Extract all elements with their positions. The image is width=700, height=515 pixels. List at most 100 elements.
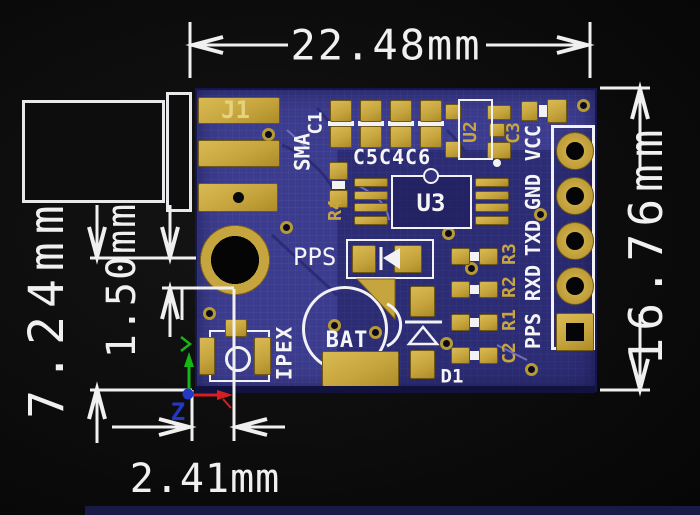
ipex-label: IPEX [272,325,297,381]
cap-pad[interactable] [420,126,442,148]
r2-pad[interactable] [451,281,470,298]
u3-pad[interactable] [354,203,388,212]
d1-label: D1 [440,365,464,388]
board-edge-face [195,386,595,393]
header-label-txd: TXD [521,219,545,257]
r3-label: R3 [499,243,520,265]
via [577,99,590,112]
d1-pad[interactable] [410,350,435,379]
pps-diode-outline [346,239,434,279]
c1-label: C1 [304,111,327,135]
pps-diode-pad[interactable] [394,245,422,273]
u3-pad[interactable] [475,216,509,225]
sma-connector-body[interactable] [22,100,165,203]
c2-pad[interactable] [479,347,498,364]
r2-label: R2 [499,276,520,298]
ipex-pad-left[interactable] [199,337,215,375]
dim-board-height: 16.76mm [619,122,673,366]
res-silk [470,285,479,294]
light-traces [286,129,528,361]
cap-pad[interactable] [360,126,382,148]
u2-label: U2 [460,121,481,143]
r1-pad[interactable] [479,314,498,331]
cap-pad[interactable] [420,100,442,122]
cap-silk [418,121,444,126]
y-axis-arrowhead [184,352,194,367]
cap-pad[interactable] [360,100,382,122]
cap-pad[interactable] [330,126,352,148]
u3-pad[interactable] [475,178,509,187]
j1-pad-drill-hole [233,192,244,203]
r2-pad[interactable] [479,281,498,298]
u3-pad[interactable] [354,191,388,200]
header-label-pps: PPS [521,312,545,350]
u3-pad[interactable] [354,216,388,225]
y-axis-label-glyph [180,336,193,352]
c2-label: C2 [499,342,520,364]
x-axis-tick [222,398,232,409]
bottom-window-strip [85,506,700,515]
u2-pad[interactable] [445,104,461,120]
r1-pad[interactable] [451,314,470,331]
u3-pad[interactable] [475,203,509,212]
header-pin-vcc[interactable] [556,132,594,170]
cap-silk [388,121,414,126]
header-label-gnd: GND [521,173,545,211]
cap-pad[interactable] [390,126,412,148]
u2-pin1-dot [493,159,501,167]
u2-pad[interactable] [487,105,511,120]
r1-label: R1 [499,309,520,331]
sma-center-hole[interactable] [200,225,270,295]
j1-label: J1 [221,96,250,124]
u2-outline[interactable] [458,99,493,160]
header-label-rxd: RXD [521,264,545,302]
cap-pad[interactable] [330,100,352,122]
sma-connector-flange[interactable] [166,92,192,212]
res-silk [470,318,479,327]
r4-pad[interactable] [329,190,348,208]
c2-pad[interactable] [451,347,470,364]
ipex-pad-right[interactable] [254,337,271,375]
d1-pad[interactable] [410,286,435,317]
dim-hole-offset: 1.50mm [99,201,145,359]
r3-pad[interactable] [451,248,470,265]
via [262,128,275,141]
bat-pad[interactable] [322,351,399,387]
cap-pad[interactable] [390,100,412,122]
header-label-vcc: VCC [521,124,545,162]
r4-silk [332,181,345,189]
header-pin-txd[interactable] [556,222,594,260]
res-silk [470,252,479,261]
header-pin-gnd[interactable] [556,177,594,215]
via [280,221,293,234]
ipex-pad-top[interactable] [225,319,247,337]
cap-row-label: C5C4C6 [352,145,432,169]
header-pin-rxd[interactable] [556,267,594,305]
dim-left-vertical: 7.24mm [19,197,75,419]
r4-pad[interactable] [329,162,348,180]
via [525,363,538,376]
pps-diode-pad[interactable] [352,245,376,273]
via [440,337,453,350]
c3-silk [539,105,547,117]
bat-label: BAT [325,328,369,353]
dim-board-width: 22.48mm [290,20,482,70]
u2-pad[interactable] [487,142,511,159]
c3-pad[interactable] [521,101,538,121]
u3-label: U3 [416,189,446,217]
r3-pad[interactable] [479,248,498,265]
header-pin-pps-hole [566,323,584,341]
u3-pad[interactable] [354,178,388,187]
j1-pad-1[interactable] [198,97,280,124]
j1-pad-2[interactable] [198,140,280,167]
via [465,262,478,275]
pcb-board[interactable]: J1 IPEX SMA C1 [195,88,597,392]
cap-silk [328,121,354,126]
u2-pad[interactable] [489,123,505,137]
via [534,208,547,221]
u2-pad[interactable] [445,141,461,158]
c3-pad[interactable] [547,99,567,123]
pps-net-label: PPS [293,243,337,271]
u3-pad[interactable] [475,191,509,200]
